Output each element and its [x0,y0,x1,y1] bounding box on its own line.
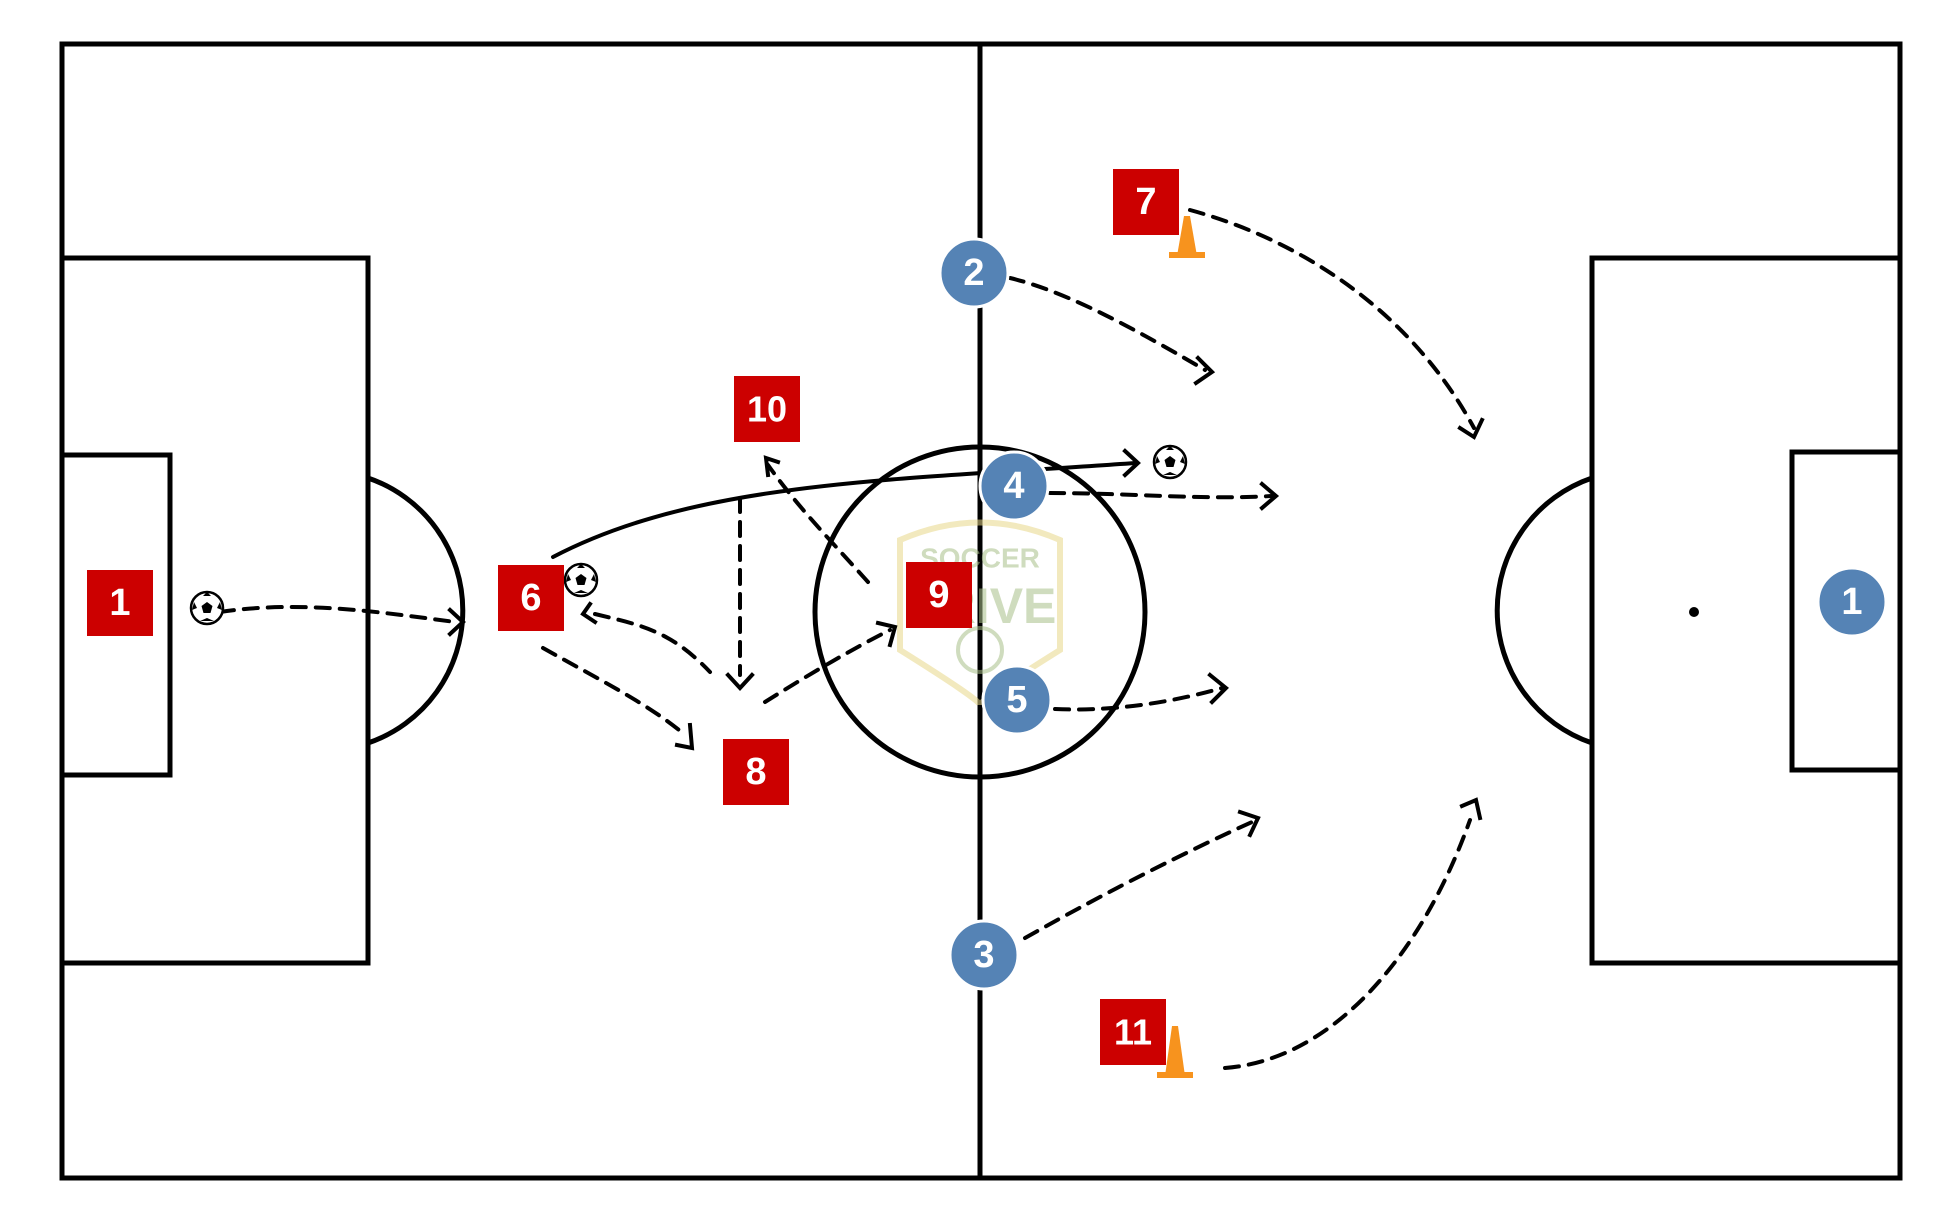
run-path [1188,208,1476,430]
center-circle [812,444,1148,780]
right-penalty-spot [1689,607,1699,617]
right-goal-area [1789,449,1903,773]
arrowhead [763,455,781,478]
blue-player-number: 1 [1841,581,1862,623]
run-path [1223,818,1472,1070]
run-path [1008,276,1207,372]
training-cone-icon [1169,216,1205,258]
red-player-number: 6 [520,577,541,619]
training-cone-icon [1157,1026,1193,1078]
red-player-number: 10 [747,389,787,430]
red-player-number: 11 [1114,1012,1152,1053]
run-path [1053,686,1224,712]
blue-player: 2 [938,237,1010,309]
blue-player: 1 [1816,566,1888,638]
soccer-ball-icon [1152,444,1188,480]
soccer-ball-icon [563,562,599,598]
arrowhead [447,607,466,637]
red-player: 9 [906,562,972,628]
soccer-ball-icon [189,590,225,626]
red-player-number: 7 [1135,181,1156,223]
blue-player: 3 [948,919,1020,991]
pass-arrowhead [1122,448,1141,478]
red-player-number: 1 [109,582,130,624]
movement-paths [218,208,1485,1070]
run-path [218,604,457,624]
red-player: 1 [87,570,153,636]
run-path [1048,491,1274,500]
run-path [593,612,712,674]
red-player: 10 [734,376,800,442]
red-player-number: 8 [745,751,766,793]
arrowhead [1459,797,1483,821]
logo-ball-icon [956,626,1004,674]
blue-player: 5 [981,664,1053,736]
run-path [763,628,892,704]
blue-player: 4 [978,450,1050,522]
arrowhead [875,620,898,648]
arrowhead [1207,672,1229,705]
arrowhead [725,672,755,691]
red-player: 7 [1113,169,1179,235]
left-penalty-arc [367,475,466,746]
arrowhead [1193,355,1216,386]
red-player: 6 [498,565,564,631]
arrowhead [1259,481,1280,511]
arrowhead [580,601,598,625]
blue-player-number: 3 [973,934,994,976]
left-goal-area [59,452,173,778]
red-player: 11 [1100,999,1166,1065]
run-path [766,463,870,584]
blue-player-number: 4 [1003,465,1024,507]
arrowhead [1237,809,1261,838]
arrowhead [674,722,695,751]
run-path [541,646,687,737]
right-penalty-arc [1494,475,1593,746]
blue-player-number: 2 [963,252,984,294]
red-player-number: 9 [928,574,949,616]
blue-player-number: 5 [1006,679,1027,721]
run-path [1023,820,1254,940]
arrowhead [1457,417,1485,440]
red-player: 8 [723,739,789,805]
